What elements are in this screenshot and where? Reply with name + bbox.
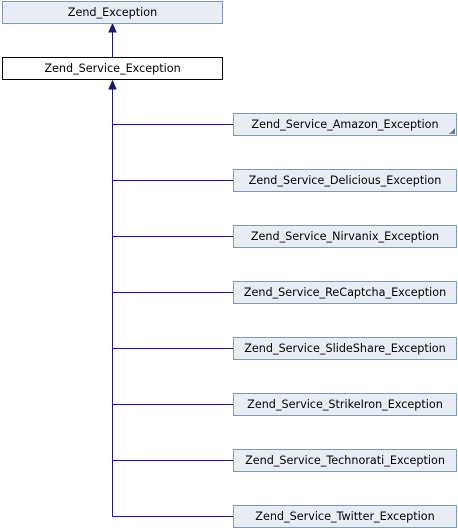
class-node-recaptcha-exception[interactable]: Zend_Service_ReCaptcha_Exception: [233, 281, 457, 304]
class-node-label: Zend_Service_Amazon_Exception: [251, 118, 439, 131]
class-node-label: Zend_Service_Nirvanix_Exception: [250, 230, 440, 243]
more-subclasses-icon: [449, 128, 455, 134]
class-node-label: Zend_Exception: [67, 6, 158, 19]
class-node-technorati-exception[interactable]: Zend_Service_Technorati_Exception: [233, 449, 457, 472]
class-node-label: Zend_Service_ReCaptcha_Exception: [243, 286, 447, 299]
arrowhead-current: [108, 79, 117, 90]
class-node-label: Zend_Service_Exception: [44, 62, 181, 75]
class-node-label: Zend_Service_StrikeIron_Exception: [247, 398, 443, 411]
class-node-nirvanix-exception[interactable]: Zend_Service_Nirvanix_Exception: [233, 225, 457, 248]
class-node-slideshare-exception[interactable]: Zend_Service_SlideShare_Exception: [233, 337, 457, 360]
class-node-label: Zend_Service_Technorati_Exception: [245, 454, 445, 467]
class-node-label: Zend_Service_Twitter_Exception: [255, 510, 435, 523]
class-node-twitter-exception[interactable]: Zend_Service_Twitter_Exception: [233, 505, 457, 528]
arrowhead-root: [108, 22, 117, 33]
class-node-label: Zend_Service_SlideShare_Exception: [244, 342, 446, 355]
class-node-amazon-exception[interactable]: Zend_Service_Amazon_Exception: [233, 113, 457, 136]
class-node-delicious-exception[interactable]: Zend_Service_Delicious_Exception: [233, 169, 457, 192]
class-node-zend-service-exception: Zend_Service_Exception: [2, 57, 223, 80]
class-node-strikeiron-exception[interactable]: Zend_Service_StrikeIron_Exception: [233, 393, 457, 416]
class-node-label: Zend_Service_Delicious_Exception: [248, 174, 442, 187]
class-node-zend-exception[interactable]: Zend_Exception: [2, 1, 223, 24]
